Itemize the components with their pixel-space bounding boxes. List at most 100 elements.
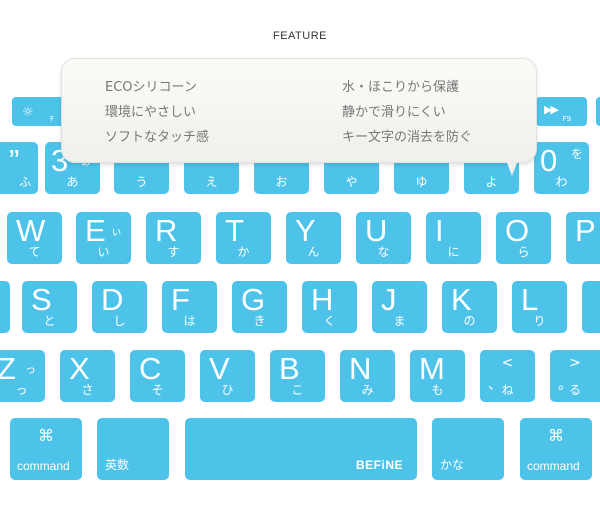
- key-d-main: D: [101, 282, 124, 317]
- key-o-main: O: [505, 213, 530, 248]
- key-g-kana: き: [253, 314, 266, 328]
- key-b-kana: こ: [291, 383, 304, 397]
- key-0-kana: わ: [555, 175, 568, 189]
- key-s[interactable]: S と: [22, 281, 77, 333]
- key-5-kana: え: [205, 175, 218, 189]
- key-t-kana: か: [237, 245, 250, 259]
- key-space[interactable]: BEFiNE: [185, 418, 417, 480]
- key-z-shift: っ: [25, 363, 36, 376]
- key-0-top: を: [570, 147, 583, 161]
- key-t[interactable]: T か: [216, 212, 271, 264]
- key-f-main: F: [171, 282, 190, 317]
- key-l-kana: り: [533, 314, 546, 328]
- key-y-kana: ん: [307, 245, 320, 259]
- key-p-main: P: [575, 213, 596, 248]
- key-i-main: I: [435, 213, 444, 248]
- key-c-kana: そ: [151, 383, 164, 397]
- fast-forward-icon: ▶▶: [544, 103, 559, 116]
- key-b-main: B: [279, 351, 300, 386]
- key-f10[interactable]: [596, 97, 600, 126]
- fn-sub-label: F: [50, 115, 55, 123]
- feature-item: ECOシリコーン: [105, 80, 197, 95]
- key-r-kana: す: [167, 245, 180, 259]
- key-f-kana: は: [183, 314, 196, 328]
- key-n-main: N: [349, 351, 372, 386]
- key-g-main: G: [241, 282, 266, 317]
- key-c-main: C: [139, 351, 162, 386]
- key-n[interactable]: N み: [340, 350, 395, 402]
- key-r[interactable]: R す: [146, 212, 201, 264]
- key-a[interactable]: [0, 281, 10, 333]
- key-t-main: T: [225, 213, 244, 248]
- key-command-left[interactable]: ⌘ command: [10, 418, 82, 480]
- key-r-main: R: [155, 213, 178, 248]
- key-h-kana: く: [323, 314, 336, 328]
- key-h-main: H: [311, 282, 334, 317]
- key-period[interactable]: > 。 る: [550, 350, 600, 402]
- key-semicolon[interactable]: [582, 281, 600, 333]
- key-w-kana: て: [28, 245, 41, 259]
- key-w[interactable]: W て: [7, 212, 62, 264]
- key-x-main: X: [69, 351, 90, 386]
- key-l-main: L: [521, 282, 539, 317]
- key-quote[interactable]: ” ふ: [0, 142, 38, 194]
- key-z-kana: っ: [15, 383, 28, 397]
- feature-callout: [61, 58, 537, 163]
- key-comma-main: 、: [488, 377, 502, 393]
- feature-item: 環境にやさしい: [105, 105, 197, 120]
- key-e-kana: い: [97, 245, 110, 259]
- command-icon: ⌘: [38, 426, 54, 445]
- key-k[interactable]: K の: [442, 281, 497, 333]
- key-0-main: 0: [540, 143, 558, 178]
- key-x-kana: さ: [81, 383, 94, 397]
- key-kana[interactable]: かな: [432, 418, 504, 480]
- key-m-main: M: [419, 351, 445, 386]
- key-3-kana: あ: [66, 175, 79, 189]
- key-i[interactable]: I に: [426, 212, 481, 264]
- key-comma-top: <: [501, 355, 514, 371]
- command-label: command: [17, 459, 70, 473]
- key-x[interactable]: X さ: [60, 350, 115, 402]
- key-m-kana: も: [431, 383, 444, 397]
- key-h[interactable]: H く: [302, 281, 357, 333]
- key-g[interactable]: G き: [232, 281, 287, 333]
- feature-item: 静かで滑りにくい: [342, 105, 446, 120]
- key-o[interactable]: O ら: [496, 212, 551, 264]
- key-v[interactable]: V ひ: [200, 350, 255, 402]
- key-y[interactable]: Y ん: [286, 212, 341, 264]
- key-j[interactable]: J ま: [372, 281, 427, 333]
- key-9-kana: よ: [485, 175, 498, 189]
- key-4-kana: う: [135, 175, 148, 189]
- key-e-main: E: [85, 213, 106, 248]
- key-f9[interactable]: ▶▶ F9: [536, 97, 587, 126]
- key-o-kana: ら: [517, 245, 530, 259]
- eisu-label: 英数: [105, 458, 130, 472]
- kana-label: かな: [440, 458, 465, 472]
- key-f[interactable]: F は: [162, 281, 217, 333]
- key-brightness[interactable]: ☼ F: [12, 97, 67, 126]
- key-d[interactable]: D し: [92, 281, 147, 333]
- key-c[interactable]: C そ: [130, 350, 185, 402]
- brightness-icon: ☼: [22, 105, 34, 120]
- key-m[interactable]: M も: [410, 350, 465, 402]
- command-label: command: [527, 459, 580, 473]
- key-comma-kana: ね: [501, 383, 514, 397]
- key-u[interactable]: U な: [356, 212, 411, 264]
- key-eisu[interactable]: 英数: [97, 418, 169, 480]
- key-e[interactable]: E ぃ い: [76, 212, 131, 264]
- key-l[interactable]: L り: [512, 281, 567, 333]
- key-0[interactable]: 0 を わ: [534, 142, 589, 194]
- key-k-main: K: [451, 282, 472, 317]
- key-z-main: Z: [0, 351, 16, 386]
- key-i-kana: に: [447, 245, 460, 259]
- key-quote-kana: ふ: [18, 175, 31, 189]
- key-z[interactable]: Z っ っ: [0, 350, 45, 402]
- key-7-kana: や: [345, 175, 358, 189]
- key-b[interactable]: B こ: [270, 350, 325, 402]
- page-title: FEATURE: [272, 30, 328, 42]
- key-j-main: J: [381, 282, 397, 317]
- key-comma[interactable]: < 、 ね: [480, 350, 535, 402]
- key-p[interactable]: P: [566, 212, 600, 264]
- key-command-right[interactable]: ⌘ command: [520, 418, 592, 480]
- key-y-main: Y: [295, 213, 316, 248]
